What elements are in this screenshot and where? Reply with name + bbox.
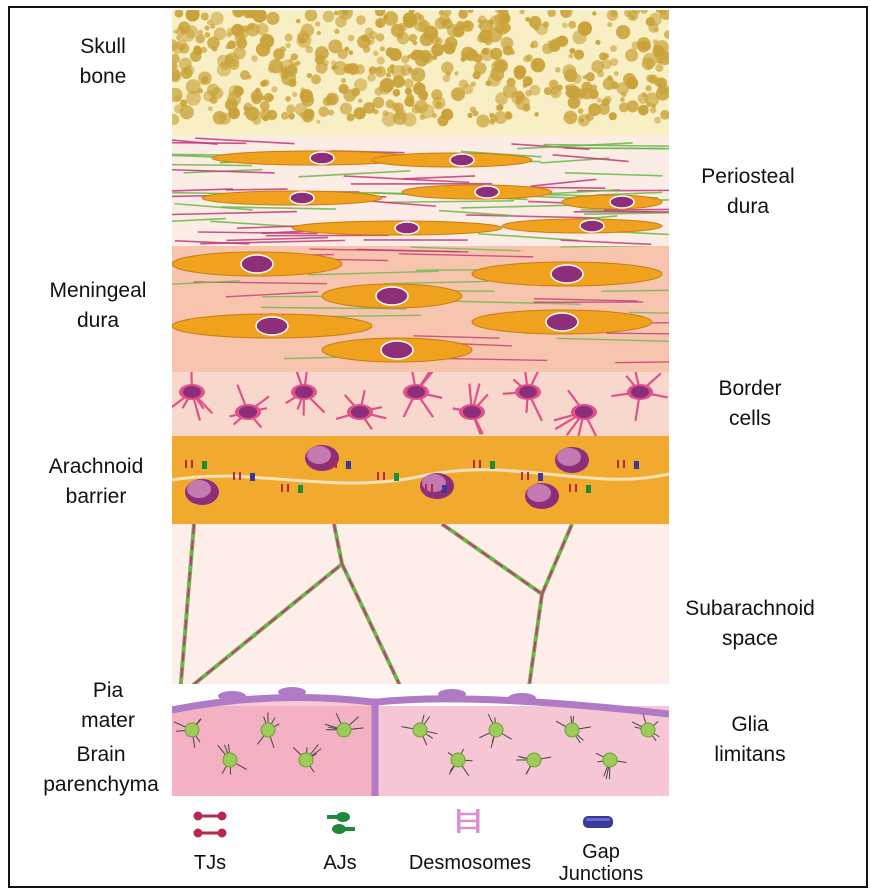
tight-junction-icon bbox=[190, 808, 230, 840]
label-skull-bone: Skull bone bbox=[58, 32, 148, 92]
label-arachnoid-barrier: Arachnoid barrier bbox=[36, 452, 156, 512]
label-pia-mater: Pia mater bbox=[68, 676, 148, 736]
legend-label-ajs: AJs bbox=[310, 852, 370, 874]
label-periosteal-dura: Periosteal dura bbox=[688, 162, 808, 222]
label-glia-limitans: Glia limitans bbox=[700, 710, 800, 770]
border-cells-illustration bbox=[172, 372, 669, 436]
label-border-cells: Border cells bbox=[700, 374, 800, 434]
label-brain-parenchyma: Brain parenchyma bbox=[26, 740, 176, 800]
subarachnoid-space-illustration bbox=[172, 524, 669, 700]
label-meningeal-dura: Meningeal dura bbox=[36, 276, 160, 336]
legend-label-gap-junctions: Gap Junctions bbox=[546, 841, 656, 885]
pia-brain-layer bbox=[172, 684, 669, 796]
legend-label-tjs: TJs bbox=[180, 852, 240, 874]
skull-bone-layer bbox=[172, 10, 669, 136]
legend-label-desmosomes: Desmosomes bbox=[400, 852, 540, 874]
arachnoid-barrier-illustration bbox=[172, 436, 669, 524]
subarachnoid-space-layer bbox=[172, 524, 669, 700]
periosteal-dura-illustration bbox=[172, 136, 669, 246]
meningeal-dura-illustration bbox=[172, 246, 669, 372]
meningeal-dura-layer bbox=[172, 246, 669, 372]
adherens-junction-icon bbox=[325, 810, 357, 838]
pia-mater-brain-illustration bbox=[172, 684, 669, 796]
border-cells-layer bbox=[172, 372, 669, 436]
periosteal-dura-layer bbox=[172, 136, 669, 246]
label-subarachnoid-space: Subarachnoid space bbox=[670, 594, 830, 654]
arachnoid-barrier-layer bbox=[172, 436, 669, 524]
skull-bone-illustration bbox=[172, 10, 669, 136]
gap-junction-icon bbox=[582, 814, 614, 832]
desmosome-icon bbox=[454, 806, 484, 838]
